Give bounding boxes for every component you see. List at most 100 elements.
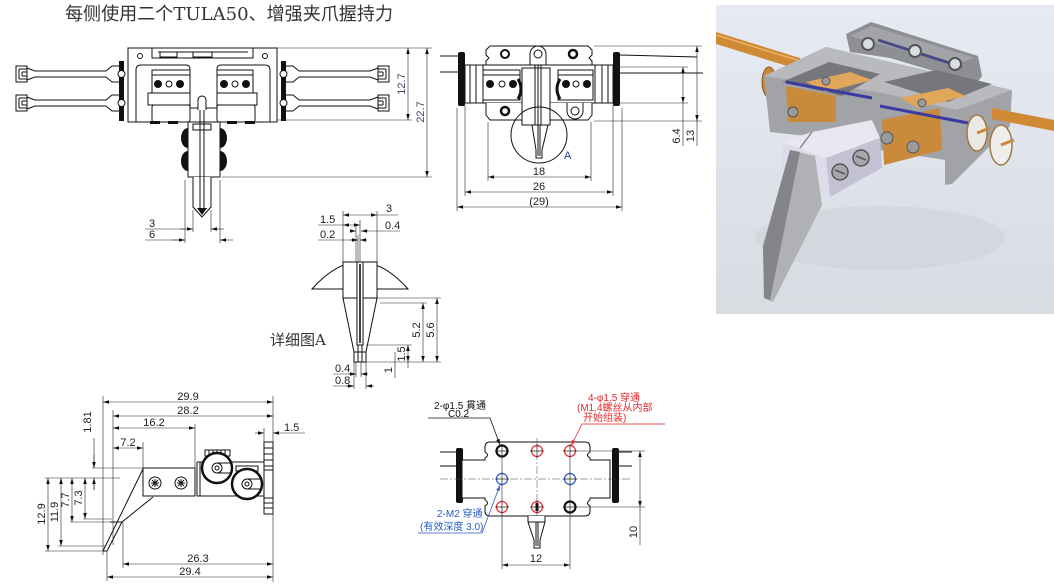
dim-label-7-3: 7.3 (73, 490, 85, 505)
pin-hole (498, 80, 506, 88)
wheel-hub (211, 462, 223, 474)
mount-hole (262, 53, 268, 59)
clip-pin (117, 99, 126, 107)
left-spring-clip (456, 448, 463, 503)
note-line-2: C0.2 (448, 409, 470, 420)
mount-hole (908, 44, 922, 58)
needle-slit (537, 125, 541, 156)
dim-label-16-2: 16.2 (143, 417, 164, 429)
roller-edge (516, 78, 523, 100)
needle-shaft (199, 110, 205, 211)
left-lower-block (147, 92, 191, 106)
plate-segments (264, 447, 273, 509)
dim-label-0-4: 0.4 (335, 363, 350, 375)
dim-label-12: 12 (530, 553, 542, 565)
dim-label-11-9: 11.9 (49, 502, 61, 523)
screw-icon (880, 131, 894, 145)
dim-label-26-3: 26.3 (187, 553, 208, 565)
dim-label-26: 26 (533, 181, 545, 193)
screw-icon (787, 106, 799, 118)
pin-hole (165, 80, 173, 88)
bottom-view: 12 10 2-φ1.5 貫通 C0.2 4-φ1.5 穿通 (M1.4螺丝从内… (418, 391, 665, 569)
hole-boss (566, 103, 584, 120)
pin-hole (572, 80, 580, 88)
left-blue-rod (785, 80, 873, 100)
note-line-1: 4-φ1.5 穿通 (588, 391, 640, 404)
note-line-3: 开始组装) (583, 411, 626, 424)
dim-label-22-7: 22.7 (415, 101, 427, 122)
extension-lines (456, 45, 702, 211)
mount-hole (137, 53, 143, 59)
detail-a-circle (510, 106, 568, 164)
left-lower-block (151, 104, 191, 123)
mount-hole (533, 49, 543, 59)
note-line-1: 2-M2 穿通 (437, 507, 483, 520)
dim-label-7-7: 7.7 (60, 492, 72, 507)
dim-label-0-2: 0.2 (320, 229, 335, 241)
right-spring-clip (613, 52, 620, 106)
front-view: A 18 26 (29) 6.4 13 (440, 45, 703, 211)
mount-hole (948, 57, 962, 71)
dim-label-28-2: 28.2 (177, 405, 198, 417)
shadow (755, 206, 1005, 270)
wheel-tab (217, 462, 232, 474)
screw-icon (583, 80, 591, 88)
wheel-tab (247, 478, 262, 490)
dim-label-5-6: 5.6 (425, 322, 437, 337)
3d-render-image (716, 5, 1054, 314)
note-tapped-hole: 2-M2 穿通 (有效深度 3.0) (418, 484, 501, 534)
needle-head (197, 95, 207, 110)
dim-label-1-5-height: 1.5 (396, 346, 408, 361)
jaw-tip (192, 177, 212, 218)
wheel-axle (244, 481, 250, 487)
spring-clip (119, 61, 124, 121)
screw-icon (220, 80, 228, 88)
dim-label-13: 13 (685, 130, 697, 142)
mount-hole (861, 37, 875, 51)
roller-edge (555, 78, 562, 100)
screw-icon (176, 80, 184, 88)
needle-section (535, 503, 539, 511)
note-line-1: 2-φ1.5 貫通 (434, 400, 486, 412)
mount-hole (499, 105, 511, 117)
screw-icon (821, 76, 831, 86)
center-stem (521, 67, 551, 126)
tip-fill (197, 208, 207, 215)
connector-strip-outline (15, 65, 120, 112)
dim-label-29-9: 29.9 (177, 391, 198, 403)
top-view: 3 6 12.7 22.7 (15, 47, 432, 243)
hole-pattern (495, 444, 577, 514)
wire-leads (440, 451, 632, 467)
screw-cross (177, 479, 185, 487)
screw-icon (154, 80, 162, 88)
screw-icon (906, 140, 920, 154)
detail-a-label: 详细图A (270, 331, 326, 349)
leader-line (418, 484, 501, 534)
screw-icon (148, 476, 162, 490)
needle-shaft (534, 65, 542, 125)
dim-label-1: 1 (383, 367, 395, 373)
right-lower-block (216, 104, 256, 123)
jaw-clamp (192, 123, 212, 131)
mount-hole (500, 49, 510, 59)
note-screw-hole: 4-φ1.5 穿通 (M1.4螺丝从内部 开始组装) (570, 391, 665, 447)
dim-label-1-5: 1.5 (320, 214, 335, 226)
left-copper-block (786, 86, 836, 122)
dim-label-5-2: 5.2 (411, 322, 423, 337)
blade-dark-face (763, 150, 800, 300)
dim-label-3: 3 (386, 203, 392, 215)
mount-hole (567, 48, 579, 60)
side-view: 29.9 28.2 16.2 7.2 1.5 1.81 12.9 11.9 7.… (36, 391, 305, 582)
right-connector-strips (279, 60, 390, 122)
mount-hole (570, 106, 580, 116)
dim-label-1-81: 1.81 (82, 411, 94, 432)
screw-icon (174, 476, 188, 490)
dim-label-29: (29) (529, 196, 549, 208)
left-spring-clip (458, 52, 465, 106)
extension-lines (184, 47, 432, 243)
leader-line (570, 423, 665, 447)
right-cavity (884, 70, 992, 102)
dim-label-12-7: 12.7 (396, 73, 408, 94)
right-copper-block (882, 108, 942, 165)
